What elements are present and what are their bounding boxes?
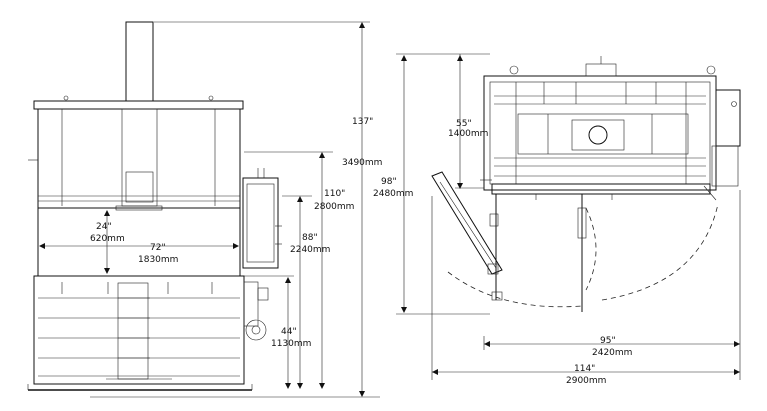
door-latch-column — [117, 282, 149, 380]
door-height-mm: 1130mm — [271, 339, 311, 349]
chamber-width-inches: 72" — [150, 243, 166, 253]
width-inches: 95" — [600, 336, 616, 346]
depth-inches: 98" — [381, 177, 397, 187]
body-height-mm: 2800mm — [314, 202, 354, 212]
total-width-inches: 114" — [574, 364, 595, 374]
platen — [517, 113, 689, 155]
chamber-height-inches: 24" — [96, 222, 112, 232]
door-swing-arc — [447, 271, 583, 308]
top-frame — [33, 100, 244, 110]
body-height-inches: 110" — [324, 189, 345, 199]
chamber-width-mm: 1830mm — [138, 255, 178, 265]
cylinder-bore — [588, 125, 608, 145]
door-swing-arc-right — [601, 203, 719, 301]
side-motor — [715, 89, 741, 147]
door-height-inches: 44" — [281, 327, 297, 337]
loading-door — [33, 275, 245, 385]
door-top-height-inches: 88" — [302, 233, 318, 243]
door-top-height-mm: 2240mm — [290, 245, 330, 255]
total-height-mm: 3490mm — [342, 158, 382, 168]
depth-mm: 2480mm — [373, 189, 413, 199]
total-width-mm: 2900mm — [566, 376, 606, 386]
chamber-height-mm: 620mm — [90, 234, 125, 244]
motor-unit — [242, 177, 279, 269]
door-swing-arc-inner — [585, 207, 597, 291]
front-view — [27, 21, 380, 398]
baling-chamber — [37, 207, 241, 277]
lifting-eye — [509, 65, 519, 75]
top-frame-outline — [483, 75, 717, 191]
platen-depth-inches: 55" — [456, 119, 472, 129]
door-handwheel — [245, 319, 267, 341]
platen-depth-mm: 1400mm — [448, 129, 488, 139]
top-view — [431, 56, 741, 312]
upper-chamber — [37, 108, 241, 209]
top-view-dimensions — [396, 53, 741, 380]
width-mm: 2420mm — [592, 348, 632, 358]
front-plate — [491, 183, 711, 195]
front-view-dimensions — [39, 21, 370, 397]
lifting-eye — [706, 65, 716, 75]
total-height-inches: 137" — [352, 117, 373, 127]
cylinder-mast — [125, 21, 154, 102]
